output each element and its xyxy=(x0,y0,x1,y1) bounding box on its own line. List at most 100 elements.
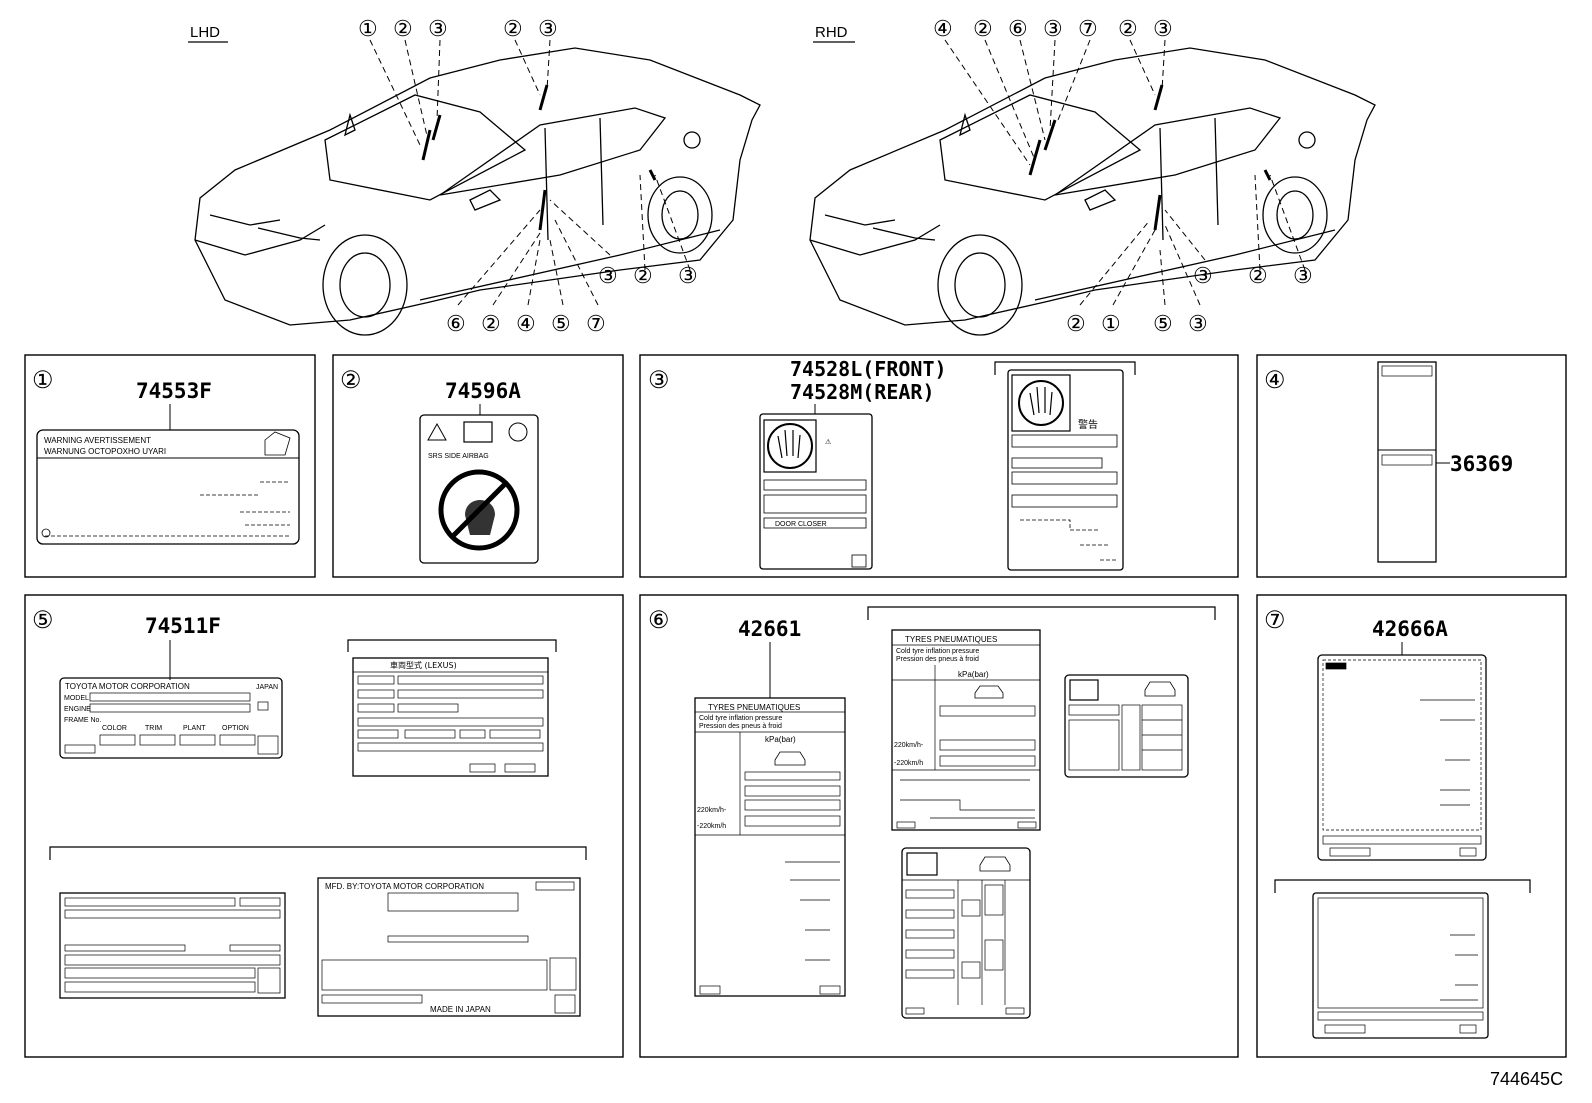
model-label: MODEL xyxy=(64,695,89,702)
car-icon xyxy=(774,751,806,766)
rhd-car-outline xyxy=(809,47,1376,336)
lhd-label: LHD xyxy=(190,24,220,41)
rhd-callouts: ④ ② ⑥ ③ ⑦ ② ③ ③ ② ③ ② ① ⑤ ③ xyxy=(933,17,1313,337)
tyre-label-b xyxy=(891,629,1041,831)
prohibited-icon xyxy=(438,469,520,551)
jp-spec-label xyxy=(352,657,549,777)
lhd-car-outline xyxy=(194,47,761,336)
corp-name: TOYOTA MOTOR CORPORATION xyxy=(65,682,190,691)
panel-5: ⑤ 74511F TOYOTA MOTOR CORPORATION JAPAN … xyxy=(32,606,587,1017)
cold-pressure-fr: Pression des pneus à froid xyxy=(699,723,782,730)
callout: ③ xyxy=(1153,17,1173,42)
part-number-rear: 74528M(REAR) xyxy=(790,380,935,404)
warning-triangle-icon xyxy=(427,422,447,441)
panel-number: ③ xyxy=(648,366,670,394)
export-label-b xyxy=(317,877,581,1017)
part-number: 74511F xyxy=(145,614,221,638)
callout: ③ xyxy=(598,264,618,289)
vin-plate xyxy=(59,677,283,759)
panel-number: ⑥ xyxy=(648,606,670,634)
part-number-front: 74528L(FRONT) xyxy=(790,357,947,381)
panel-frames xyxy=(24,354,1567,1058)
callout: ① xyxy=(1101,312,1121,337)
callout: ② xyxy=(973,17,993,42)
circle-icon xyxy=(508,422,528,442)
panel-number: ⑦ xyxy=(1264,606,1286,634)
rhd-label-marks xyxy=(1028,84,1272,231)
lhd-callouts: ① ② ③ ② ③ ③ ② ③ ⑥ ② ④ ⑤ ⑦ xyxy=(358,17,698,337)
speed-2: -220km/h xyxy=(697,823,726,830)
part-number: 36369 xyxy=(1450,452,1513,476)
export-label-a xyxy=(59,892,286,999)
part-number: 74553F xyxy=(136,379,212,403)
callout: ③ xyxy=(1043,17,1063,42)
drawing-id: 744645C xyxy=(1490,1069,1563,1089)
tyre-info-label xyxy=(1064,674,1189,778)
hand-icon xyxy=(767,423,813,469)
speed-1: 220km/h- xyxy=(697,807,727,814)
tyre-label-main xyxy=(694,697,846,997)
callout: ② xyxy=(633,264,653,289)
manual-icon xyxy=(463,421,493,443)
callout: ⑦ xyxy=(586,312,606,337)
fuel-label xyxy=(1317,654,1487,861)
callout: ① xyxy=(358,17,378,42)
fuel-label-b xyxy=(1312,892,1489,1039)
kpa-unit-b: kPa(bar) xyxy=(958,670,989,679)
callout: ② xyxy=(1066,312,1086,337)
callout: ⑦ xyxy=(1078,17,1098,42)
warning-line-1: WARNING AVERTISSEMENT xyxy=(44,436,151,445)
lhd-label-marks xyxy=(421,84,657,231)
panel-6: ⑥ 42661 TYRES PNEUMATIQUES Cold tyre inf… xyxy=(648,606,1216,1019)
kpa-unit: kPa(bar) xyxy=(765,735,796,744)
cold-pressure: Cold tyre inflation pressure xyxy=(699,715,782,722)
panel-number: ② xyxy=(340,366,362,394)
panel-number: ④ xyxy=(1264,366,1286,394)
manual-icon xyxy=(906,852,938,876)
trim-label: TRIM xyxy=(145,725,162,732)
callout: ⑤ xyxy=(1153,312,1173,337)
speed-1-b: 220km/h- xyxy=(894,742,924,749)
car-icon xyxy=(1144,681,1176,697)
callout: ② xyxy=(1248,264,1268,289)
airbag-label xyxy=(419,414,539,564)
warning-jp: 警告 xyxy=(1078,418,1098,431)
engine-label: ENGINE xyxy=(64,706,91,713)
frame-label: FRAME No. xyxy=(64,717,101,724)
panel-number: ① xyxy=(32,366,54,394)
warning-line-2: WARNUNG OCTOPOXHO UYARI xyxy=(44,447,166,456)
callout: ⑤ xyxy=(551,312,571,337)
color-label: COLOR xyxy=(102,725,127,732)
made-in-text: MADE IN JAPAN xyxy=(430,1005,491,1014)
callout: ③ xyxy=(428,17,448,42)
cold-pressure-b: Cold tyre inflation pressure xyxy=(896,648,979,655)
lhd-leader-lines xyxy=(369,39,691,306)
strip-label xyxy=(1377,361,1437,563)
caution-mark: ⚠ xyxy=(825,438,831,446)
mfd-text: MFD. BY:TOYOTA MOTOR CORPORATION xyxy=(325,882,484,891)
lhd-view: LHD ① xyxy=(188,17,761,337)
tyres-title: TYRES PNEUMATIQUES xyxy=(708,703,800,712)
callout: ③ xyxy=(538,17,558,42)
callout: ② xyxy=(481,312,501,337)
part-number: 42661 xyxy=(738,617,801,641)
callout: ④ xyxy=(516,312,536,337)
part-number: 42666A xyxy=(1372,617,1448,641)
airbag-text: SRS SIDE AIRBAG xyxy=(428,453,489,460)
callout: ⑥ xyxy=(446,312,466,337)
plant-label: PLANT xyxy=(183,725,206,732)
callout: ② xyxy=(503,17,523,42)
seat-icon xyxy=(264,431,291,456)
cold-pressure-fr-b: Pression des pneus à froid xyxy=(896,656,979,663)
callout: ④ xyxy=(933,17,953,42)
panel-1: ① 74553F WARNING AVERTISSEMENT WARNUNG O… xyxy=(32,366,300,545)
callout: ③ xyxy=(1293,264,1313,289)
panel-4: ④ 36369 xyxy=(1264,361,1513,563)
callout: ③ xyxy=(1193,264,1213,289)
manual-icon xyxy=(1069,679,1099,701)
panel-3: ③ 74528L(FRONT) 74528M(REAR) ⚠ DOOR CLOS… xyxy=(648,357,1136,571)
tyre-info-label-b xyxy=(901,847,1031,1019)
door-closer-text: DOOR CLOSER xyxy=(775,521,827,528)
